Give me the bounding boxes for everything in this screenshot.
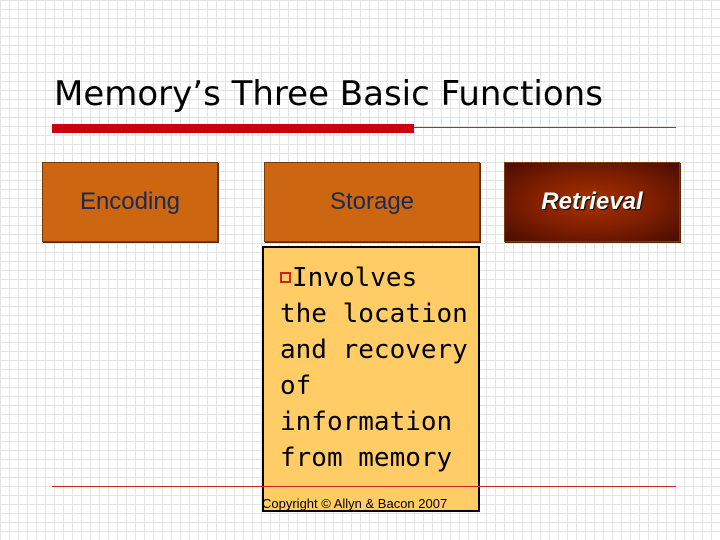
- title-underline-thick: [52, 124, 414, 133]
- encoding-box: Encoding: [42, 162, 218, 242]
- retrieval-label: Retrieval: [541, 188, 643, 215]
- title-underline-thin: [414, 127, 676, 128]
- copyright-notice: Copyright © Allyn & Bacon 2007: [262, 496, 448, 511]
- slide-title: Memory’s Three Basic Functions: [54, 74, 603, 114]
- description-text: Involves the location and recovery of in…: [280, 263, 468, 473]
- storage-box: Storage: [264, 162, 480, 242]
- retrieval-description-note: Involves the location and recovery of in…: [262, 246, 480, 512]
- retrieval-box: Retrieval: [504, 162, 680, 242]
- encoding-label: Encoding: [79, 188, 181, 215]
- footer-rule: [52, 486, 676, 487]
- hollow-square-bullet-icon: [280, 272, 291, 283]
- storage-label: Storage: [329, 188, 415, 215]
